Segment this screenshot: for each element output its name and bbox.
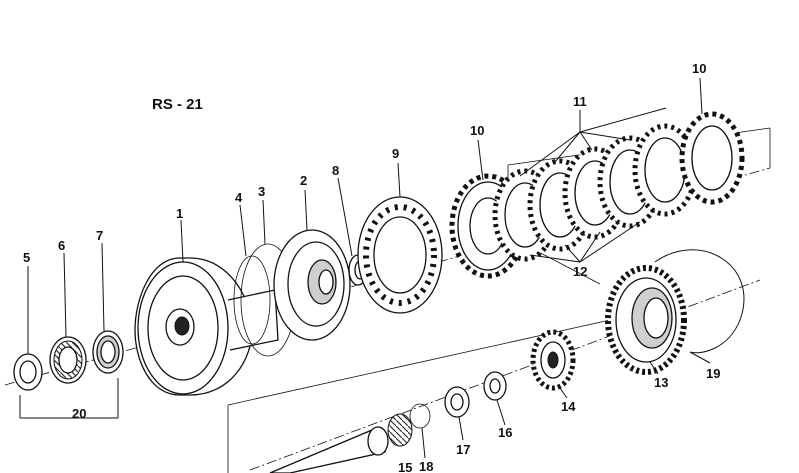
callout-17: 17 [456,442,470,457]
piston-part-2 [273,229,351,341]
leader-lines [19,77,711,459]
ring-part-4 [233,255,271,345]
ring-part-7 [92,330,124,374]
callout-15: 15 [398,460,412,473]
steel-plate-part-10-right [679,111,745,205]
callout-labels: 1 2 3 4 5 6 7 8 9 10 10 11 12 13 14 15 1… [23,61,720,473]
callout-5: 5 [23,250,30,265]
callout-12: 12 [573,264,587,279]
callout-4: 4 [235,190,243,205]
shaft-part-15 [269,413,413,473]
callout-3: 3 [258,184,265,199]
callout-8: 8 [332,163,339,178]
washer-part-5 [13,353,43,391]
clutch-plate-stack [492,123,698,262]
diagram-title: RS - 21 [152,96,203,113]
callout-18: 18 [419,459,433,473]
callout-1: 1 [176,206,183,221]
callout-20: 20 [72,406,86,421]
callout-16: 16 [498,425,512,440]
callout-13: 13 [654,375,668,390]
callout-11: 11 [573,94,587,109]
clutch-hub-part-13 [605,265,687,375]
callout-14: 14 [561,399,576,414]
callout-2: 2 [300,173,307,188]
callout-10-right: 10 [692,61,706,76]
gear-part-14 [530,329,576,391]
snap-ring-part-19 [654,249,745,354]
callout-10-left: 10 [470,123,484,138]
washer-part-16 [483,371,507,401]
clutch-drum-part-1 [134,257,279,396]
callout-19: 19 [706,366,720,381]
callout-6: 6 [58,238,65,253]
spring-plate-part-9 [357,196,443,314]
callout-9: 9 [392,146,399,161]
ring-part-18 [409,403,431,429]
callout-7: 7 [96,228,103,243]
thrust-washer-part-17 [444,386,470,418]
needle-bearing-part-6 [49,336,87,384]
